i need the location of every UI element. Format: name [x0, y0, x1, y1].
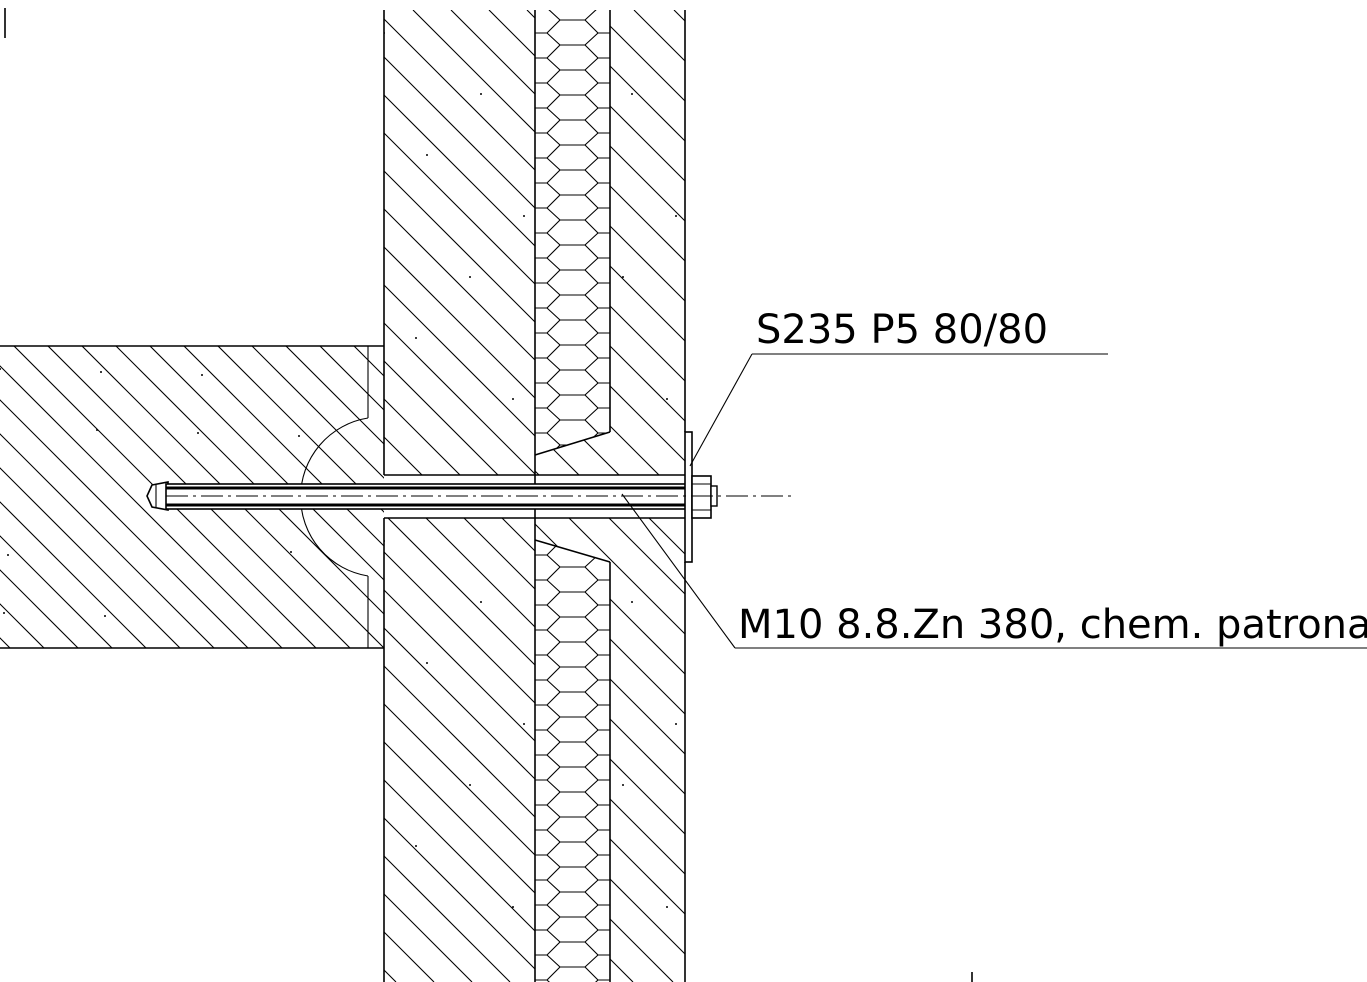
- insulation-layer: [534, 10, 611, 982]
- plate-leader: [689, 353, 1108, 467]
- anchor-leader: [621, 493, 1367, 649]
- anchor-nut: [691, 475, 718, 519]
- steel-plate: [684, 431, 693, 563]
- plate-label: S235 P5 80/80: [756, 307, 1048, 353]
- anchor-label: M10 8.8.Zn 380, chem. patrona: [738, 602, 1367, 648]
- wall-inner-leaf: [383, 10, 685, 982]
